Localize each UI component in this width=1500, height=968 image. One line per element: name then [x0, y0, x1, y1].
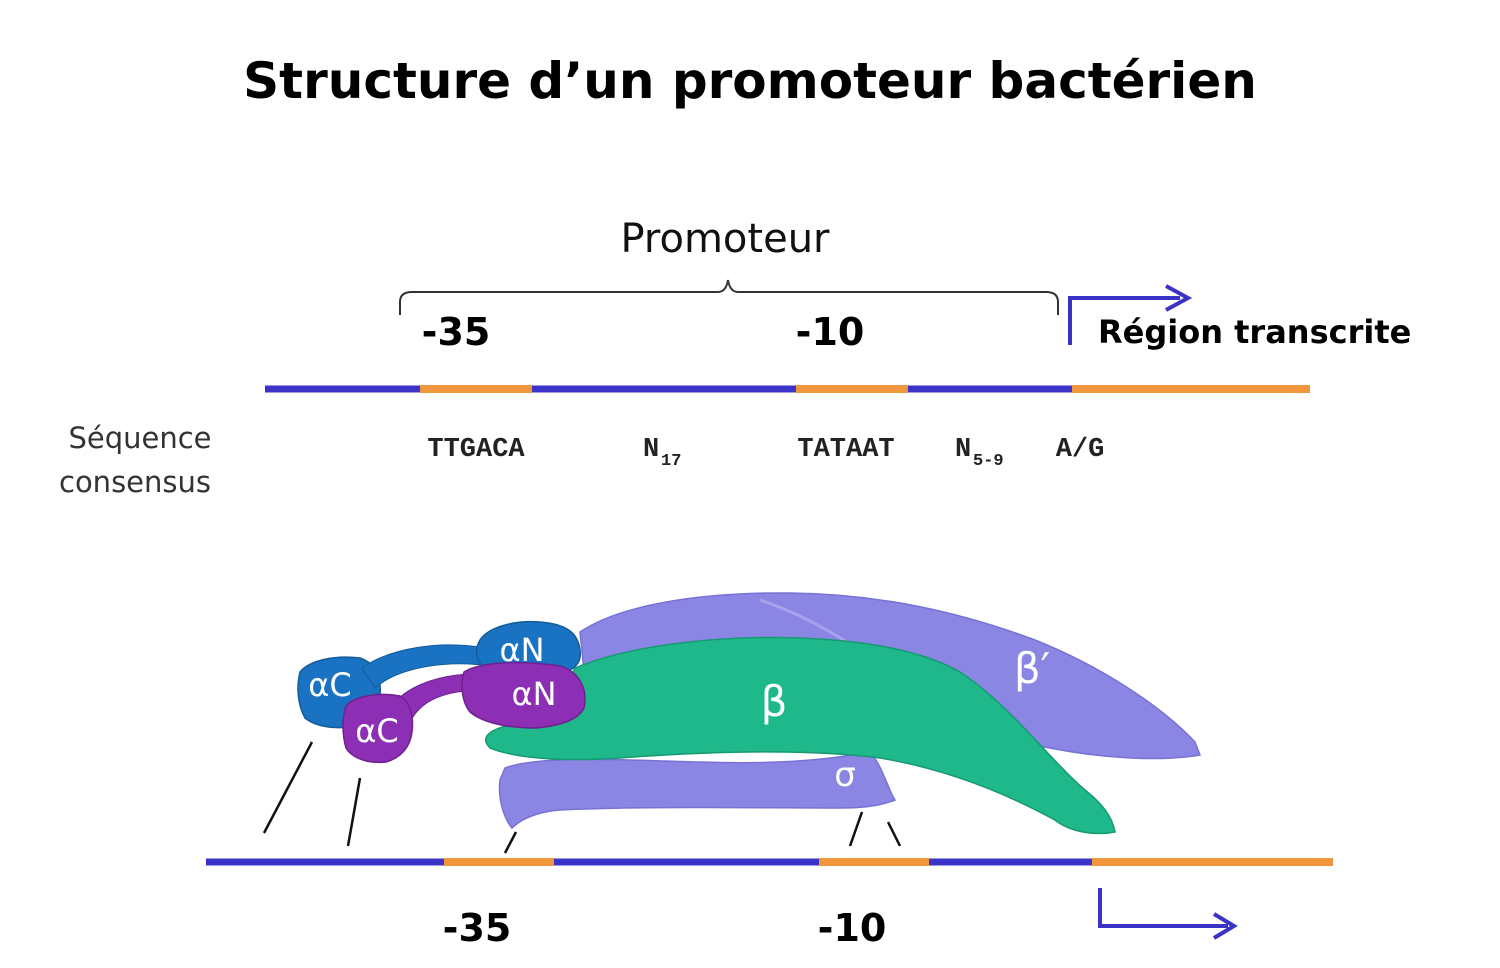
top-box-minus10	[796, 385, 908, 393]
consensus-minus35-seq: TTGACA	[427, 435, 525, 465]
svg-text:5-9: 5-9	[973, 452, 1004, 471]
sigma-label: σ	[834, 755, 856, 795]
bottom-transcribed-region-bar	[1092, 858, 1333, 866]
alpha-c-purple-label: αC	[355, 712, 398, 750]
alpha-n-blue-label: αN	[499, 631, 544, 669]
alpha-c-blue-label: αC	[308, 666, 351, 704]
consensus-label-line1: Séquence	[68, 421, 211, 455]
top-transcribed-region-bar	[1072, 385, 1310, 393]
spacer-n17: N 17	[643, 435, 681, 471]
alpha-n-purple-subunit	[461, 661, 586, 729]
svg-text:N: N	[643, 435, 659, 465]
svg-text:N: N	[955, 435, 971, 465]
beta-prime-label: β′	[1014, 644, 1050, 693]
bottom-minus10-label: -10	[818, 906, 887, 950]
beta-label: β	[761, 677, 788, 726]
contact-lines	[262, 741, 902, 854]
beta-subunit	[485, 636, 1116, 835]
alpha-c-purple-subunit	[342, 693, 414, 764]
promoter-label: Promoteur	[621, 216, 831, 262]
bottom-transcription-arrow	[1098, 888, 1238, 940]
consensus-start-site: A/G	[1056, 435, 1105, 465]
top-box-minus35	[420, 385, 532, 393]
transcribed-region-label: Région transcrite	[1098, 313, 1411, 351]
svg-text:17: 17	[661, 452, 681, 471]
page-title: Structure d’un promoteur bactérien	[243, 52, 1257, 110]
top-transcription-arrow	[1068, 284, 1193, 345]
bottom-box-minus10	[819, 858, 929, 866]
promoter-bracket	[399, 279, 1059, 315]
bottom-box-minus35	[444, 858, 554, 866]
spacer-n5-9: N 5-9	[955, 435, 1004, 471]
sigma-subunit	[498, 751, 897, 830]
consensus-label-line2: consensus	[59, 465, 211, 499]
top-minus10-label: -10	[796, 310, 865, 354]
consensus-minus10-seq: TATAAT	[797, 435, 894, 465]
bottom-minus35-label: -35	[443, 906, 512, 950]
alpha-n-purple-label: αN	[511, 675, 556, 713]
top-minus35-label: -35	[422, 310, 491, 354]
